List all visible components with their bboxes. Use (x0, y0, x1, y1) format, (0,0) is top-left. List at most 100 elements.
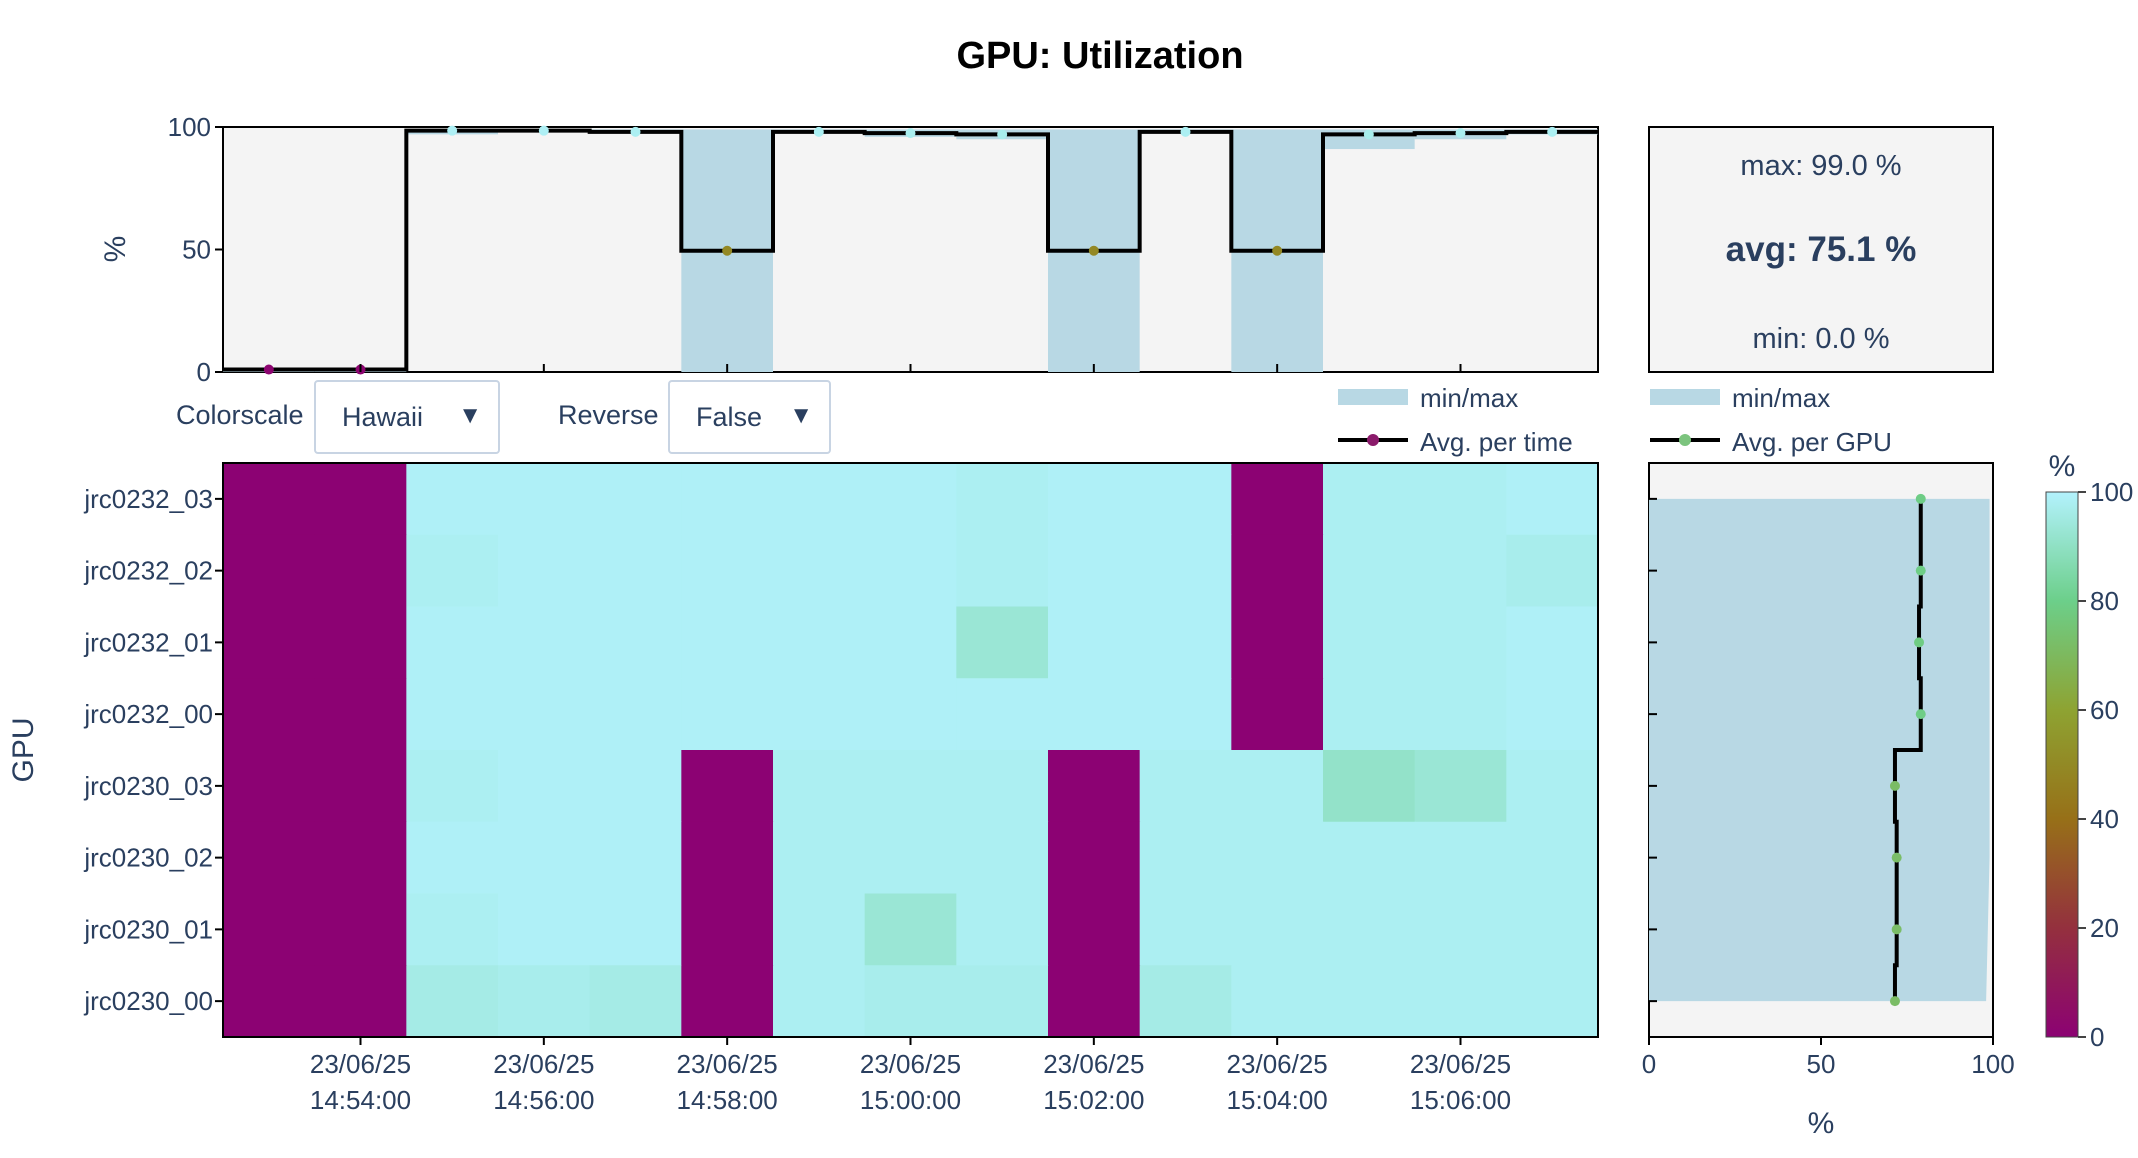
heatmap-cell (773, 534, 866, 608)
stats-box (1648, 126, 1994, 373)
avg-per-time-point (1180, 126, 1191, 137)
heatmap-cell (314, 606, 407, 679)
heatmap-cell (1323, 463, 1416, 536)
heatmap-cell (406, 750, 499, 823)
heatmap-cell (1048, 678, 1141, 751)
avg-per-gpu-point (1889, 780, 1900, 791)
heatmap-cell (1048, 606, 1141, 679)
avg-per-time-point (813, 126, 824, 137)
reverse-value: False (696, 401, 763, 432)
heatmap-cell (1506, 821, 1599, 895)
avg-per-gpu-xlabel: % (1808, 1107, 1835, 1140)
heatmap-panel: jrc0232_03jrc0232_02jrc0232_01jrc0232_00… (7, 462, 1599, 1115)
chevron-down-icon: ▼ (789, 402, 813, 429)
heatmap-cell (773, 750, 866, 823)
time-tick-label: 23/06/25 (310, 1049, 411, 1079)
heatmap-cell (956, 463, 1049, 536)
chart-title: GPU: Utilization (956, 35, 1243, 77)
heatmap-cell (1323, 678, 1416, 751)
heatmap-cell (864, 893, 957, 966)
heatmap-cell (1231, 893, 1324, 966)
heatmap-cell (406, 463, 499, 536)
heatmap-cell (1506, 534, 1599, 608)
minmax-band (1649, 498, 1990, 1002)
heatmap-cell (1414, 534, 1507, 608)
heatmap-cell (589, 606, 682, 679)
heatmap-cell (314, 893, 407, 966)
heatmap-cell (864, 606, 957, 679)
avg-per-gpu-point (1889, 996, 1900, 1007)
time-tick-label: 23/06/25 (860, 1049, 961, 1079)
avg-per-time-point (263, 364, 274, 375)
heatmap-cell (1048, 821, 1141, 895)
heatmap-cell (314, 678, 407, 751)
time-tick-label: 15:04:00 (1227, 1085, 1328, 1115)
heatmap-cell (681, 678, 774, 751)
heatmap-cell (589, 463, 682, 536)
x-tick-label: 0 (1642, 1049, 1656, 1079)
heatmap-cell (314, 534, 407, 608)
heatmap-cell (1139, 463, 1232, 536)
avg-per-time-point (1272, 245, 1283, 256)
heatmap-cell (314, 750, 407, 823)
heatmap-cell (498, 463, 591, 536)
heatmap-cell (773, 821, 866, 895)
colorbar-tick-label: 80 (2090, 586, 2119, 616)
gpu-label: jrc0232_01 (83, 627, 213, 657)
heatmap-cell (1139, 678, 1232, 751)
stats-panel: max: 99.0 % avg: 75.1 % min: 0.0 % (1648, 126, 1994, 373)
avg-per-gpu-point (1915, 565, 1926, 576)
heatmap-cell (1506, 893, 1599, 966)
heatmap-cell (956, 893, 1049, 966)
y-tick-label: 100 (168, 112, 211, 142)
heatmap-cell (1139, 965, 1232, 1038)
heatmap-cell (1506, 606, 1599, 679)
legend-gpu-line-label: Avg. per GPU (1732, 427, 1892, 457)
heatmap-cell (498, 965, 591, 1038)
time-tick-label: 23/06/25 (1410, 1049, 1511, 1079)
avg-per-time-plot-area (222, 126, 1599, 373)
time-tick-label: 14:56:00 (493, 1085, 594, 1115)
reverse-dropdown[interactable]: False ▼ (668, 380, 831, 454)
colorscale-dropdown[interactable]: Hawaii ▼ (314, 380, 500, 454)
heatmap-cell (589, 678, 682, 751)
chevron-down-icon: ▼ (458, 402, 482, 429)
heatmap-cell (406, 893, 499, 966)
heatmap-cell (223, 750, 316, 823)
x-tick-label: 100 (1971, 1049, 2014, 1079)
avg-per-gpu-point (1891, 924, 1902, 935)
heatmap-cell (1139, 750, 1232, 823)
stat-min: min: 0.0 % (1753, 323, 1890, 355)
colorbar-tick-label: 40 (2090, 804, 2119, 834)
heatmap-cell (589, 821, 682, 895)
stat-avg: avg: 75.1 % (1726, 230, 1917, 269)
gpu-label: jrc0230_02 (83, 843, 213, 873)
time-tick-label: 23/06/25 (1227, 1049, 1328, 1079)
heatmap-cell (864, 821, 957, 895)
heatmap-cell (314, 463, 407, 536)
heatmap-cell (1048, 965, 1141, 1038)
heatmap-cell (1231, 606, 1324, 679)
heatmap-cell (773, 893, 866, 966)
avg-per-time-point (1547, 126, 1558, 137)
heatmap-cell (1506, 678, 1599, 751)
heatmap-cell (1414, 606, 1507, 679)
avg-per-gpu-point (1915, 709, 1926, 720)
heatmap-cell (773, 606, 866, 679)
avg-per-time-point (905, 128, 916, 139)
heatmap-cell (498, 750, 591, 823)
avg-per-time-point (722, 245, 733, 256)
heatmap-cell (1048, 893, 1141, 966)
colorbar-tick-label: 100 (2090, 477, 2133, 507)
heatmap-cell (681, 463, 774, 536)
heatmap-cell (498, 893, 591, 966)
heatmap-cell (1139, 893, 1232, 966)
heatmap-cell (406, 821, 499, 895)
heatmap-cell (223, 606, 316, 679)
heatmap-cell (223, 965, 316, 1038)
time-tick-label: 23/06/25 (677, 1049, 778, 1079)
